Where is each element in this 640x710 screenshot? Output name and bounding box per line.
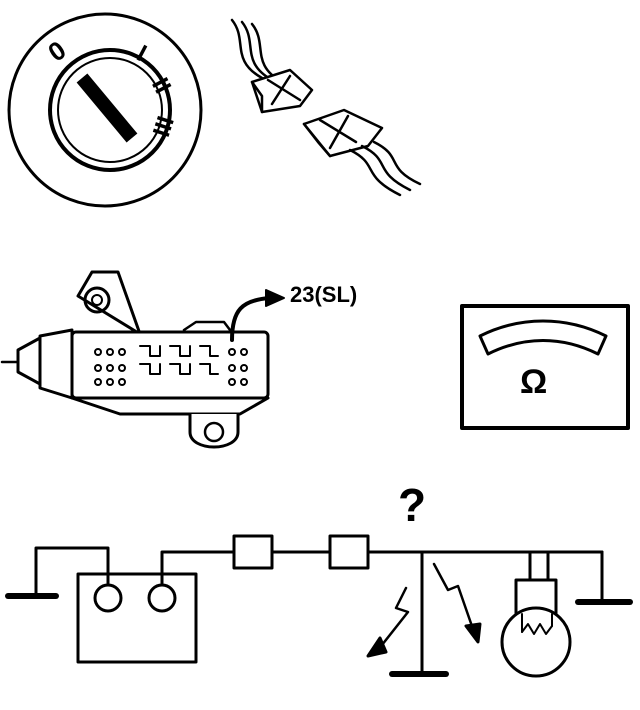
- ignition-key-slot: [76, 73, 138, 143]
- lamp-bulb: [500, 606, 572, 678]
- connector-terminal-label: 23(SL): [290, 282, 358, 307]
- fuse-box-2: [328, 534, 370, 570]
- plug-connectors: [230, 18, 422, 197]
- battery: [76, 572, 198, 664]
- ohm-symbol: Ω: [520, 363, 548, 401]
- test-circuit: [5, 534, 633, 678]
- ohmmeter: [460, 304, 630, 430]
- fuse-box-1: [232, 534, 274, 570]
- question-mark-label: ?: [398, 479, 427, 531]
- connector-probe-arrow: [230, 296, 272, 342]
- switch-connector: [0, 270, 285, 449]
- ignition-switch: [7, 12, 203, 208]
